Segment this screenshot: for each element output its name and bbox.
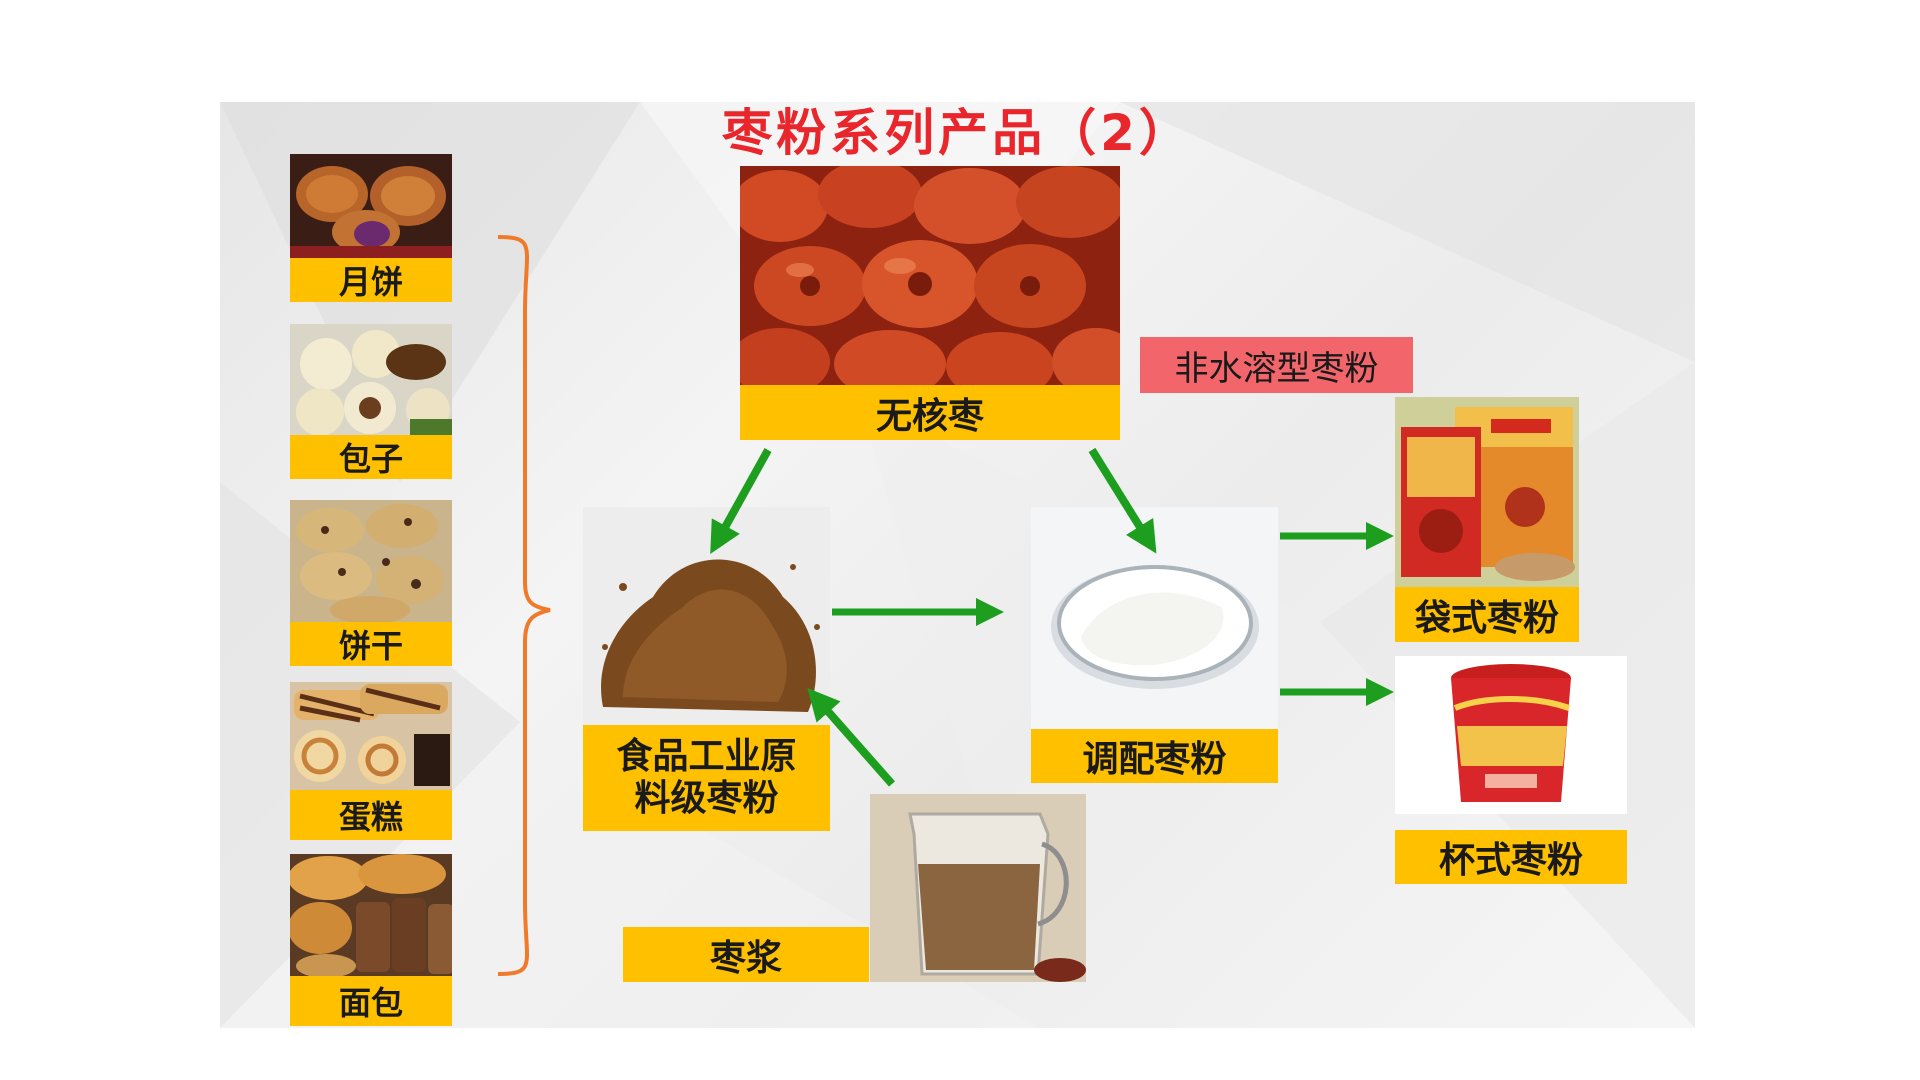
product-label: 饼干	[290, 622, 452, 666]
node-label: 调配枣粉	[1031, 729, 1278, 783]
cup-package-icon	[1395, 656, 1627, 814]
slide: 枣粉系列产品（2） 月饼	[220, 102, 1695, 1028]
node-label: 无核枣	[740, 385, 1120, 440]
product-label: 包子	[290, 435, 452, 479]
slide-title: 枣粉系列产品（2）	[722, 104, 1193, 162]
node-bagged-powder: 袋式枣粉	[1395, 397, 1579, 642]
node-jujube-slurry-photo	[870, 794, 1086, 982]
node-cup-powder-photo	[1395, 656, 1627, 814]
product-tile-steamed-bun: 包子	[290, 324, 452, 479]
node-label: 食品工业原 料级枣粉	[583, 725, 830, 831]
product-tile-cake-roll: 蛋糕	[290, 682, 452, 840]
product-tile-cookie: 饼干	[290, 500, 452, 666]
node-industrial-powder: 食品工业原 料级枣粉	[583, 507, 830, 831]
steamed-bun-icon	[290, 324, 452, 435]
slurry-pitcher-icon	[870, 794, 1086, 982]
product-label: 蛋糕	[290, 790, 452, 840]
brown-powder-icon	[583, 507, 830, 725]
mooncake-icon	[290, 154, 452, 258]
white-powder-dish-icon	[1031, 507, 1278, 729]
node-label-line: 食品工业原	[616, 736, 797, 777]
product-label: 月饼	[290, 258, 452, 302]
non-water-soluble-tag: 非水溶型枣粉	[1140, 337, 1413, 393]
product-tile-bread: 面包	[290, 854, 452, 1026]
node-cup-powder-label: 杯式枣粉	[1395, 830, 1627, 884]
node-pitted-jujube: 无核枣	[740, 166, 1120, 440]
bagged-package-icon	[1395, 397, 1579, 587]
jujube-photo-icon	[740, 166, 1120, 385]
cookie-icon	[290, 500, 452, 622]
node-blended-powder: 调配枣粉	[1031, 507, 1278, 783]
node-jujube-slurry-label: 枣浆	[623, 927, 869, 982]
node-label-line: 料级枣粉	[634, 778, 779, 819]
product-tile-mooncake: 月饼	[290, 154, 452, 302]
cake-roll-icon	[290, 682, 452, 790]
product-label: 面包	[290, 976, 452, 1026]
bread-icon	[290, 854, 452, 976]
node-label: 袋式枣粉	[1395, 587, 1579, 642]
